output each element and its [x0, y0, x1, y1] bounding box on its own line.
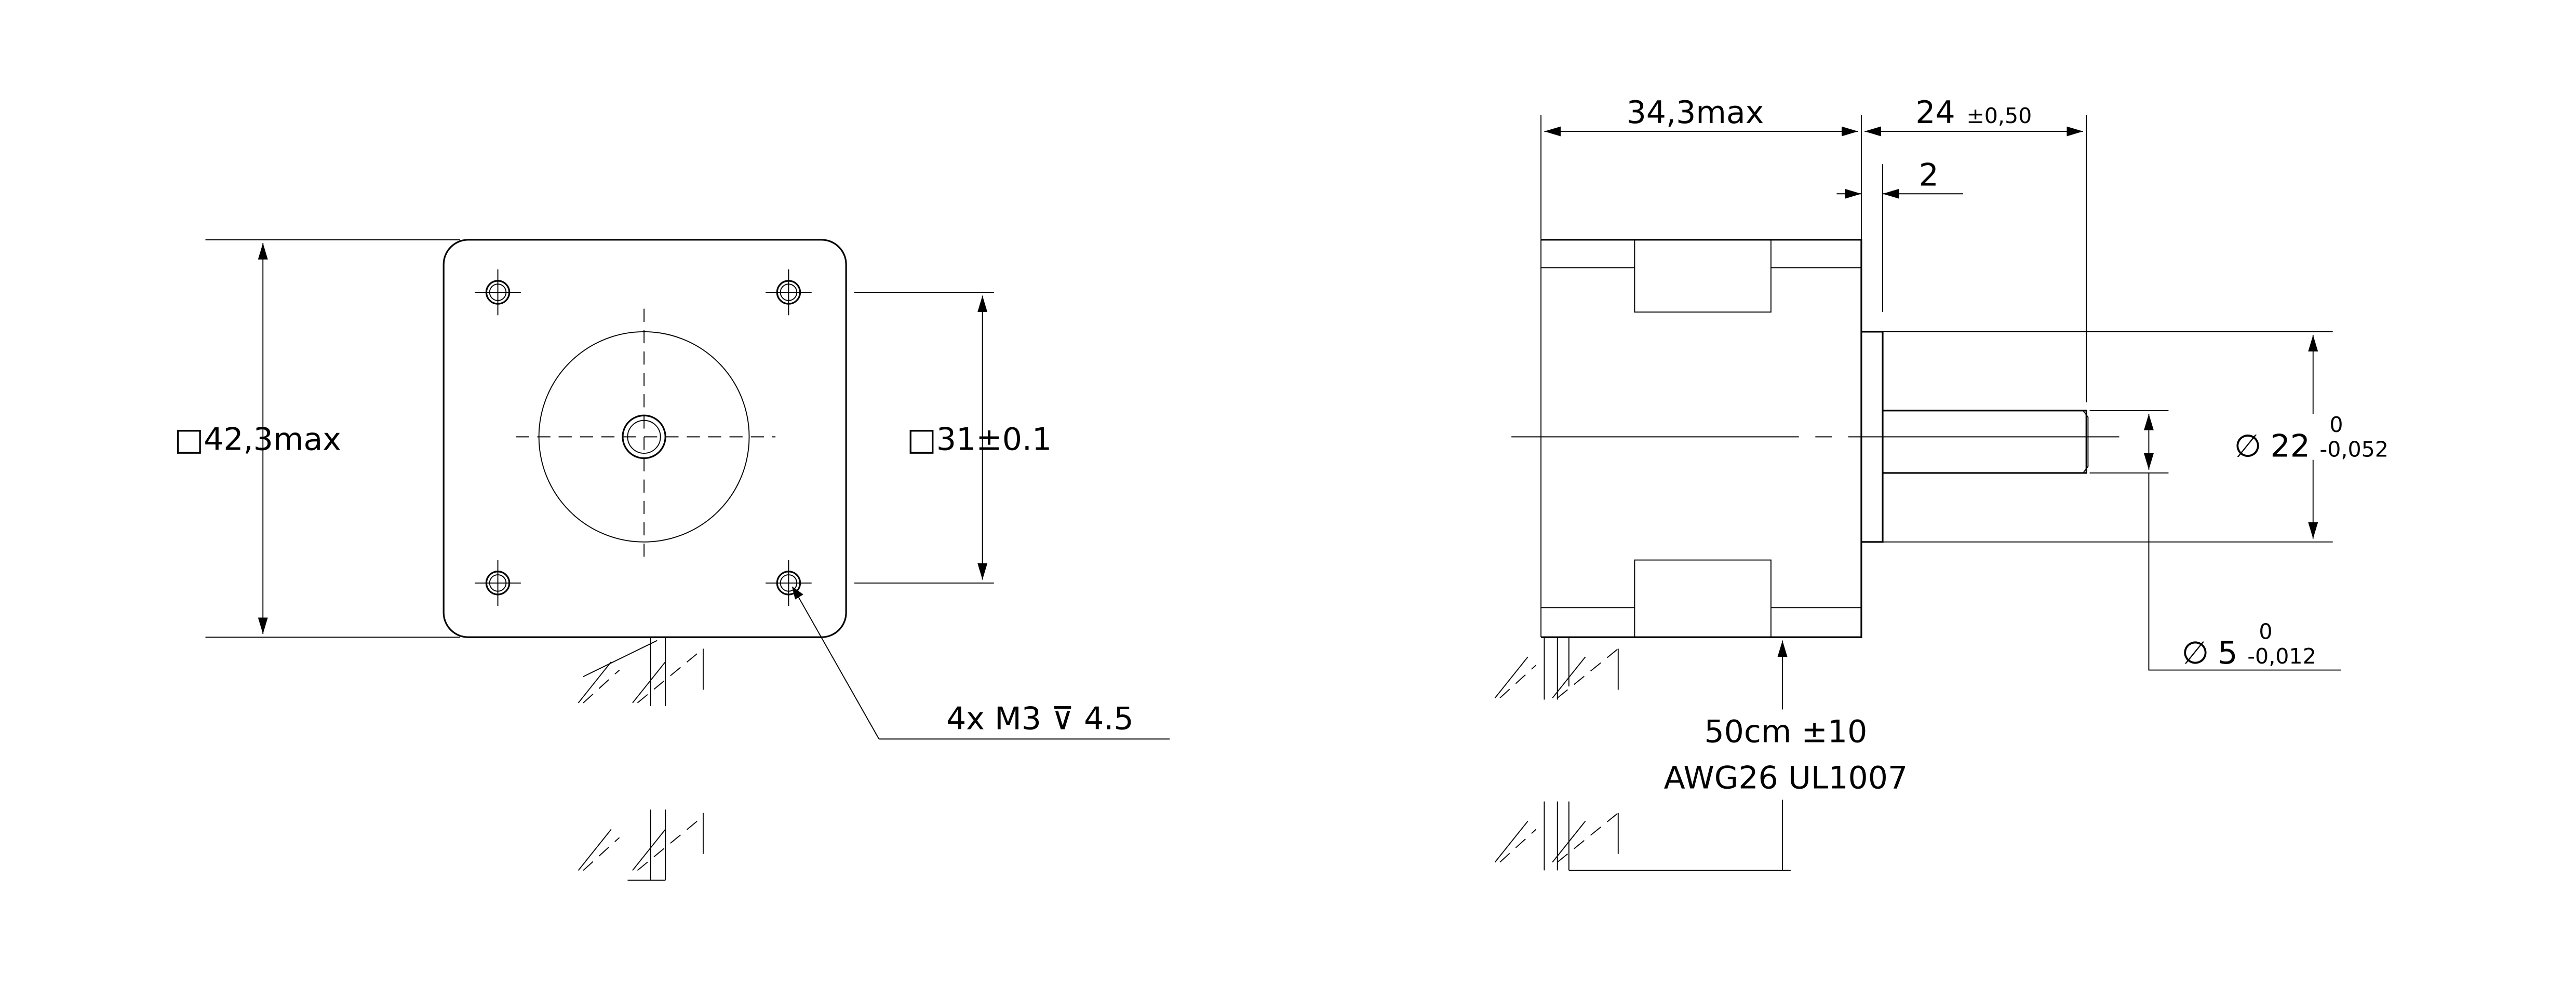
pilot-tol-upper: 0 — [2329, 412, 2343, 437]
shaft-dia-symbol: ∅ — [2182, 635, 2209, 671]
top-tab — [1634, 239, 1772, 313]
mounting-holes — [475, 269, 812, 606]
motor-body — [1541, 239, 1862, 638]
shaft-length-tol: ±0,50 — [1966, 103, 2032, 128]
side-view: 34,3max 24 ±0,50 2 ∅ 22 0 -0,052 ∅ 5 0 -… — [1494, 94, 2389, 871]
pilot-dia-symbol: ∅ — [2234, 428, 2261, 464]
side-wires — [1494, 637, 1619, 871]
shaft-tol-upper: 0 — [2259, 619, 2272, 644]
cable-length: 50cm ±10 — [1704, 714, 1867, 750]
pilot-dia-dim: 22 — [2271, 428, 2310, 464]
shaft-dia-dim: 5 — [2218, 635, 2237, 671]
hole-spacing-dim: □31±0.1 — [907, 422, 1052, 458]
pilot-tol-lower: -0,052 — [2319, 437, 2389, 462]
flange-outline — [442, 239, 847, 638]
shaft — [1883, 410, 2087, 474]
flange-dim: 2 — [1919, 157, 1939, 193]
outline-dim: □42,3max — [174, 422, 341, 458]
bottom-tab — [1634, 559, 1772, 638]
hole-callout: 4x M3 ⊽ 4.5 — [946, 700, 1134, 737]
front-wires — [578, 637, 704, 881]
centerlines — [516, 308, 776, 565]
front-view: □42,3max □31±0.1 4x M3 ⊽ 4.5 — [174, 239, 1170, 881]
body-length-dim: 34,3max — [1627, 94, 1764, 131]
cable-spec: AWG26 UL1007 — [1664, 760, 1908, 796]
shaft-tol-lower: -0,012 — [2247, 644, 2316, 669]
shaft-length-dim: 24 — [1915, 94, 1955, 131]
